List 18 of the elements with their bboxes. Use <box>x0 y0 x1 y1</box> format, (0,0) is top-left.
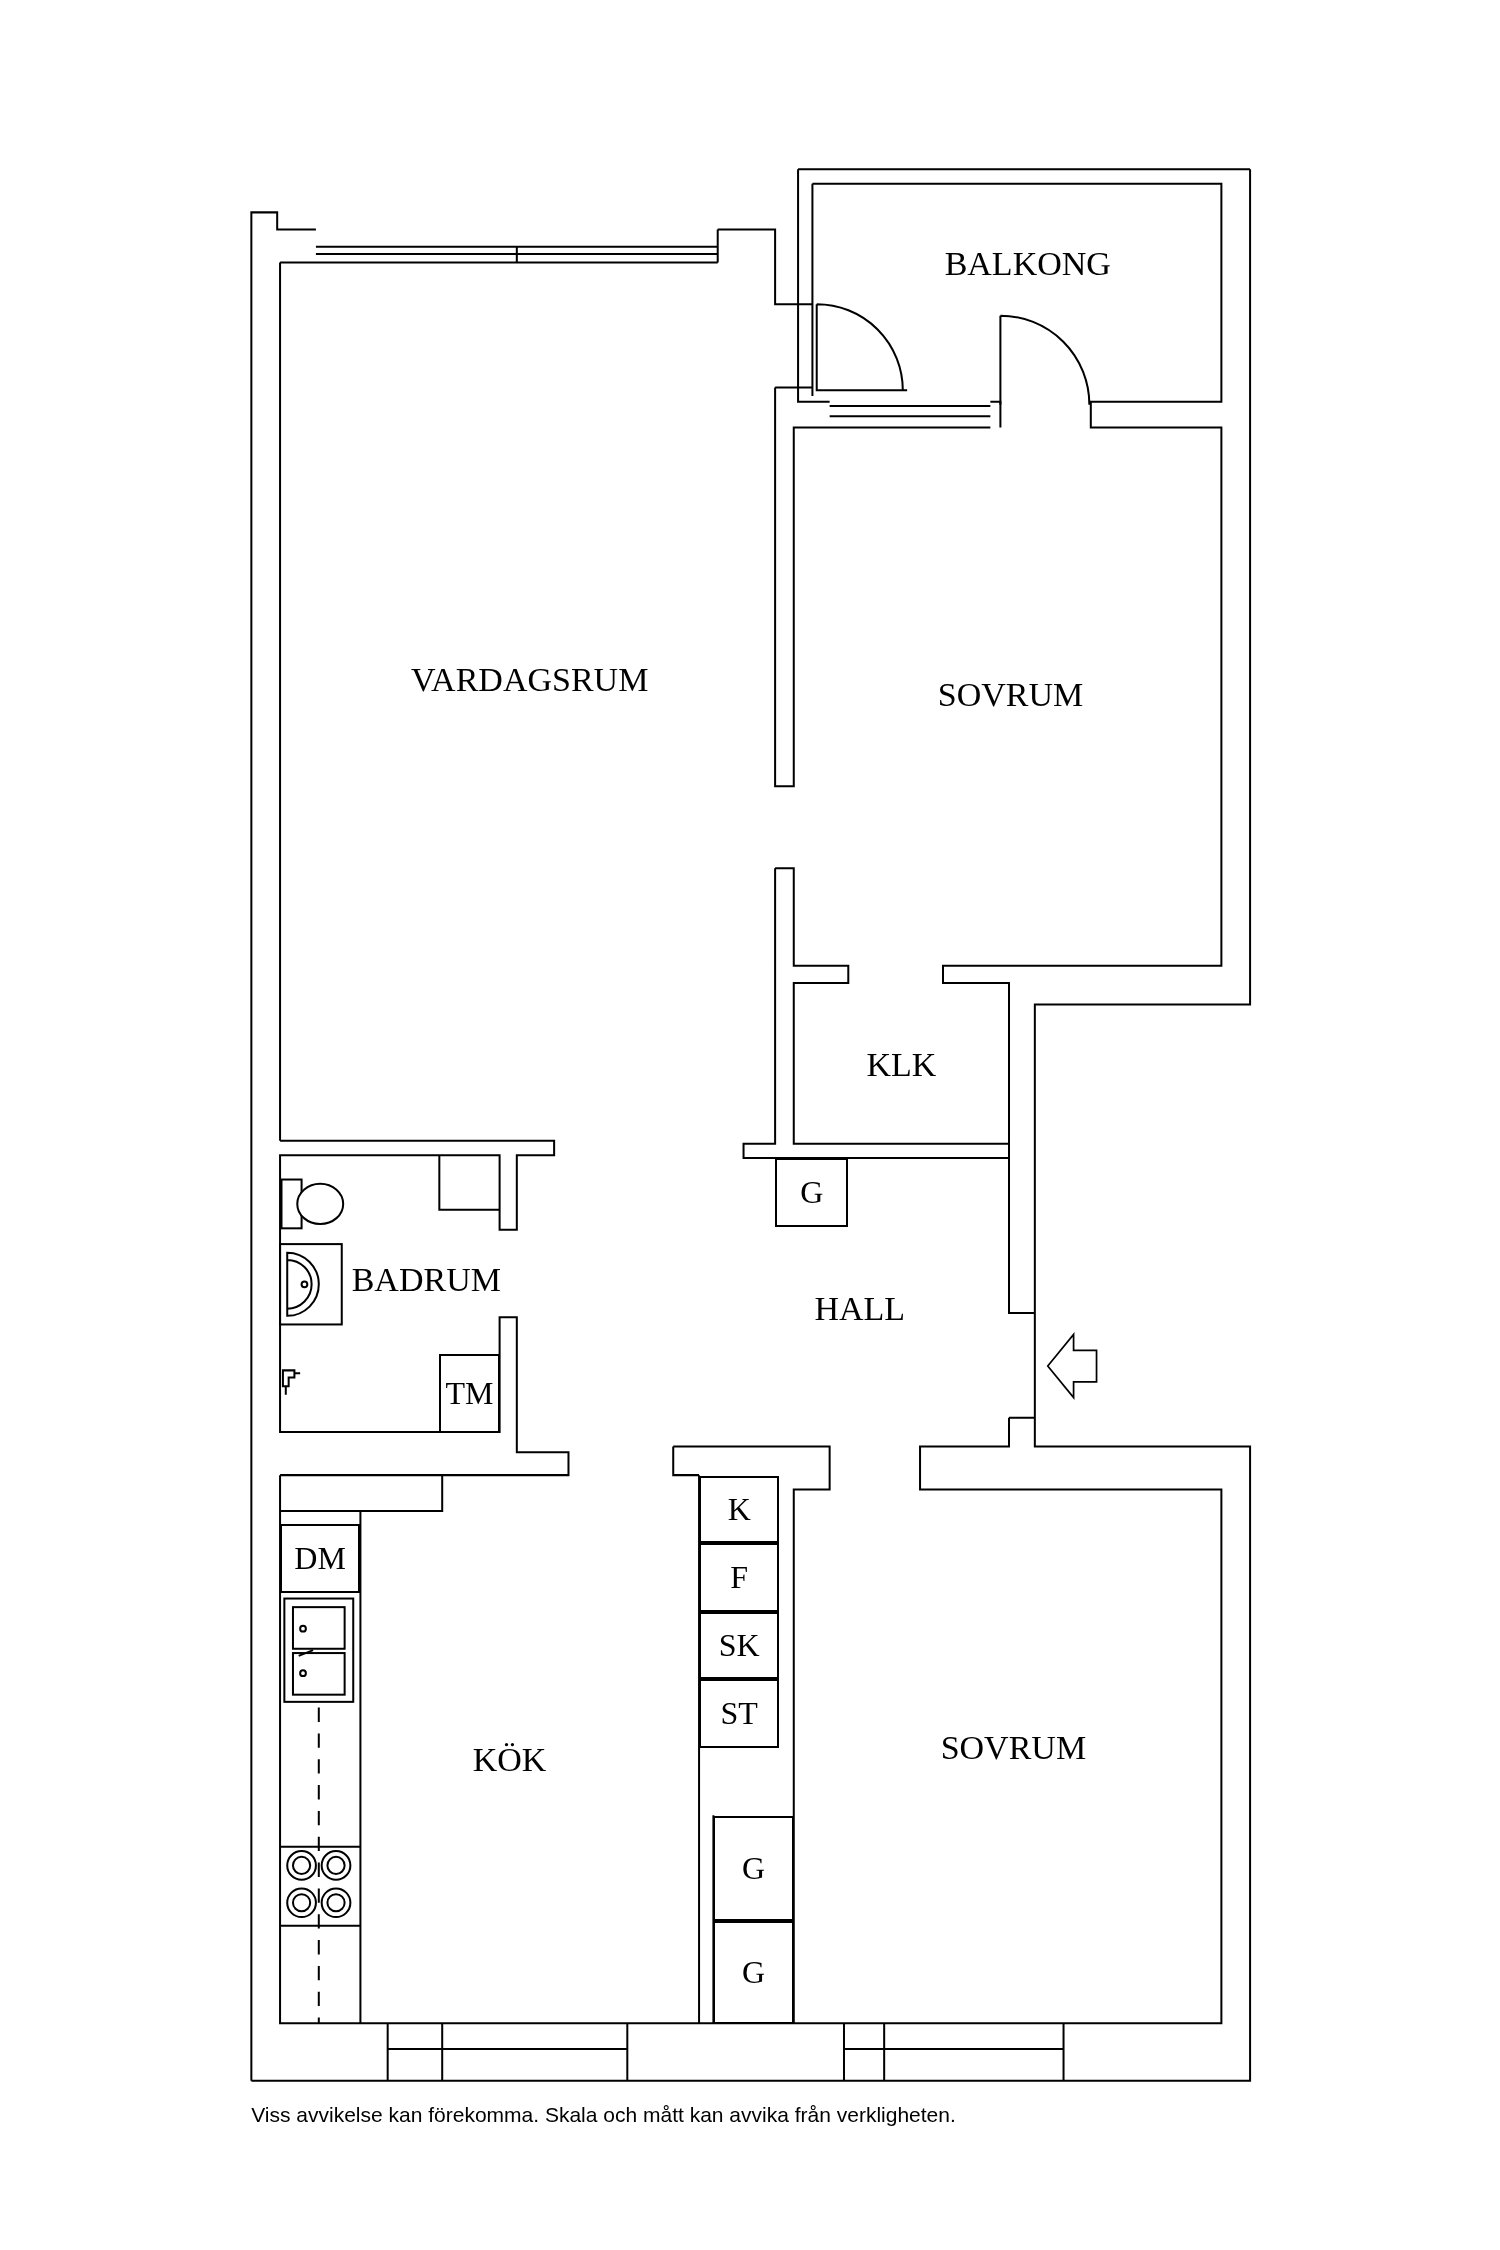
room-label: VARDAGSRUM <box>410 661 649 700</box>
cabinet-label: G <box>775 1158 849 1228</box>
cabinet-label: TM <box>439 1353 500 1433</box>
cabinet-label: F <box>699 1543 780 1612</box>
room-label: HALL <box>814 1290 906 1329</box>
cabinet-label: G <box>713 1815 794 1921</box>
cabinet-label: K <box>699 1475 780 1544</box>
room-label: BADRUM <box>351 1261 501 1300</box>
room-label: BALKONG <box>944 245 1111 284</box>
room-label: SOVRUM <box>937 675 1084 714</box>
cabinet-label: G <box>713 1920 794 2024</box>
room-label: KÖK <box>472 1740 547 1779</box>
cabinet-label: ST <box>699 1679 780 1749</box>
room-label: KLK <box>866 1046 937 1085</box>
cabinet-label: DM <box>279 1524 361 1594</box>
cabinet-label: SK <box>699 1611 780 1680</box>
room-label: SOVRUM <box>940 1729 1087 1768</box>
disclaimer-note: Viss avvikelse kan förekomma. Skala och mått kan avvika från verkligheten. <box>251 2102 956 2127</box>
